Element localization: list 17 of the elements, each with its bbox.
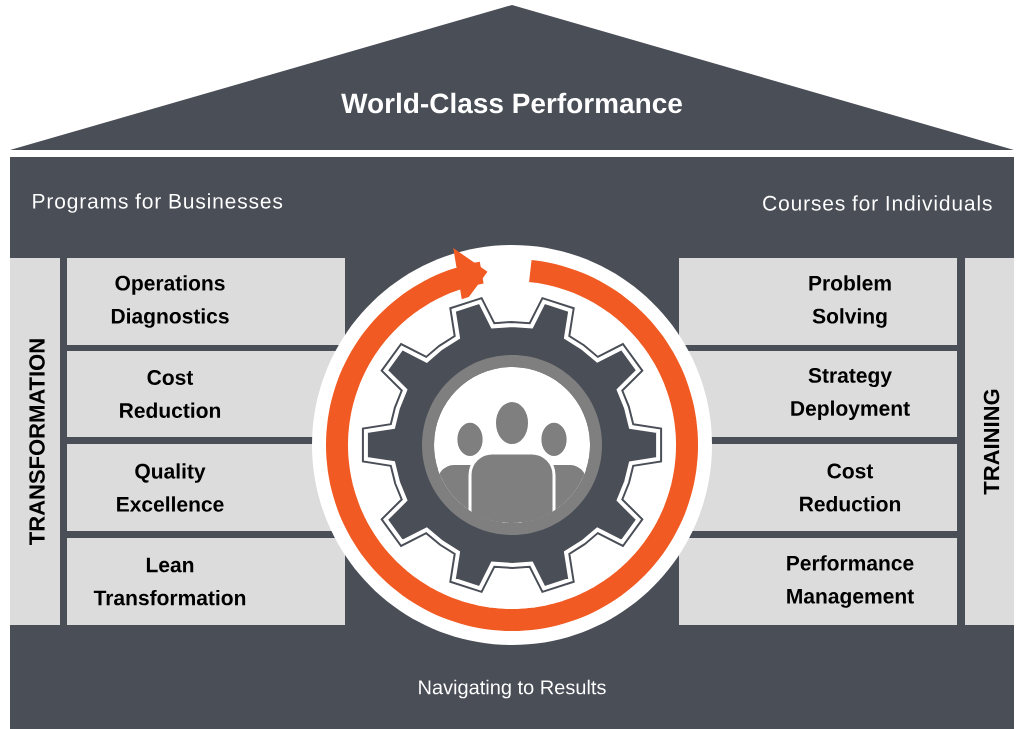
roof-banner: World-Class Performance: [10, 5, 1014, 150]
service-box: Problem Solving: [679, 258, 957, 345]
service-box: Performance Management: [679, 538, 957, 625]
service-box: Strategy Deployment: [679, 351, 957, 437]
service-box: Cost Reduction: [679, 444, 957, 531]
service-box: Lean Transformation: [67, 538, 345, 625]
node-label: Programs for Businesses: [33, 193, 283, 213]
footer-band: Navigating to Results: [10, 635, 1014, 729]
node-label: Courses for Individuals: [763, 195, 992, 211]
service-box: Cost Reduction: [67, 351, 345, 437]
service-box: Operations Diagnostics: [67, 258, 345, 345]
header-band: Programs for Businesses Courses for Individuals: [10, 157, 1014, 245]
service-box: Quality Excellence: [67, 444, 345, 531]
category-bar: TRANSFORMATION: [10, 258, 60, 625]
node-label: Navigating to Results: [419, 679, 606, 699]
category-bar: TRAINING: [965, 258, 1014, 625]
picture: [312, 245, 712, 645]
